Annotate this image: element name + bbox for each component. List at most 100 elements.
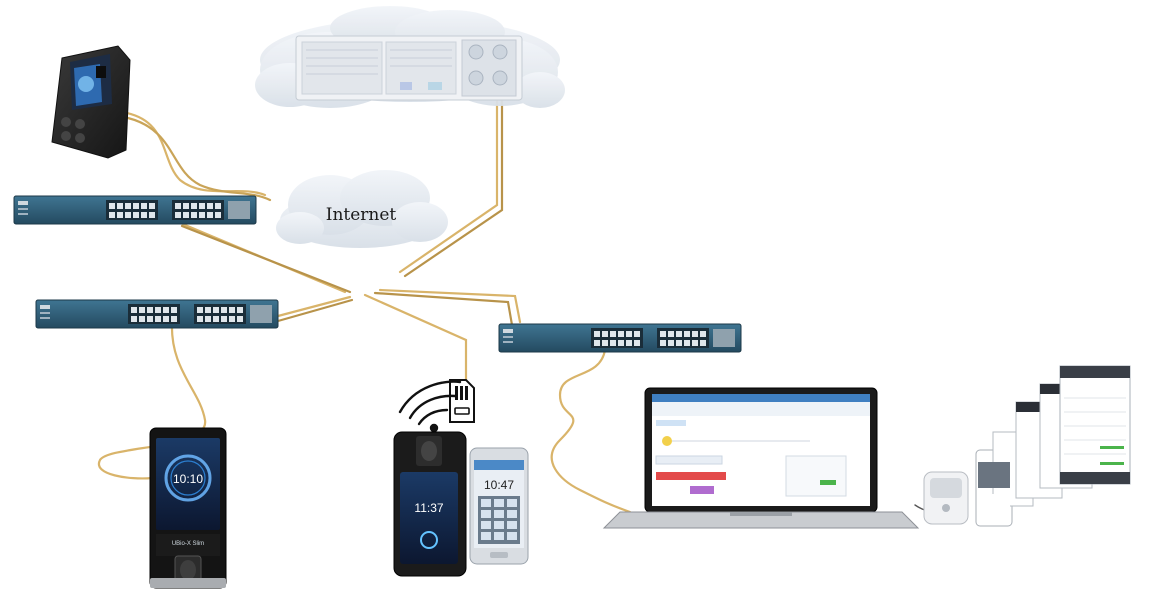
switch-port [125,203,131,209]
switch-port [676,340,682,346]
switch-port [229,316,235,322]
handheld-time: 11:37 [414,501,443,515]
switch-port [215,203,221,209]
wifi-sim-icon [398,379,475,433]
switch-port [700,331,706,337]
switch-port [197,316,203,322]
phone-key [481,521,491,529]
face-terminal-icon [51,45,131,159]
switch-port [221,307,227,313]
switch-port [618,340,624,346]
switch-port [205,307,211,313]
switch-port [229,307,235,313]
laptop-icon [602,387,920,529]
switch-port [183,203,189,209]
phone-time: 10:47 [484,478,514,492]
switch-port [139,307,145,313]
switch-port [213,307,219,313]
phone-key [481,510,491,518]
internet-cloud: Internet [276,170,448,248]
switch-port [668,331,674,337]
usb-fingerprint-reader-icon [923,471,969,525]
terminal-model: UBio-X Slim [172,541,204,547]
terminal-time: 10:10 [173,472,203,486]
switch-port [634,331,640,337]
switch-port [700,340,706,346]
switch-port [147,307,153,313]
switch-port [109,203,115,209]
switch-port [684,331,690,337]
switch-port [171,316,177,322]
switch-port [199,203,205,209]
switch-port [183,212,189,218]
switch-port [155,307,161,313]
switch-port [676,331,682,337]
server-rack-icon [295,35,523,101]
switch-port [692,340,698,346]
mobile-app-screens-icon [975,365,1131,527]
switch-port [692,331,698,337]
phone-key [494,532,504,540]
switch-port [125,212,131,218]
switch-port [215,212,221,218]
phone-key [507,532,517,540]
switch-port [139,316,145,322]
switch-port [133,212,139,218]
switch-port [175,212,181,218]
switch-port [131,307,137,313]
switch-port [163,316,169,322]
switch-port [594,331,600,337]
phone-key [507,521,517,529]
phone-key [481,532,491,540]
switch-port [147,316,153,322]
switch-port [626,331,632,337]
switch-port [626,340,632,346]
switch-port [207,212,213,218]
cloud-label: Internet [326,205,397,225]
switch-port [141,212,147,218]
switch-port [149,203,155,209]
phone-key [494,499,504,507]
switch-port [155,316,161,322]
switch-port [237,307,243,313]
phone-key [507,510,517,518]
switch-port [133,203,139,209]
switch-port [117,203,123,209]
phone-key [507,499,517,507]
switch-port [117,212,123,218]
switch-port [197,307,203,313]
switch-port [191,203,197,209]
handheld-terminal-icon: 11:37 [393,431,467,577]
switch-2 [35,299,279,329]
switch-port [610,340,616,346]
switch-port [199,212,205,218]
switch-port [213,316,219,322]
phone-key [494,521,504,529]
switch-port [602,340,608,346]
switch-port [175,203,181,209]
switch-port [634,340,640,346]
switch-port [618,331,624,337]
phone-key [481,499,491,507]
phone-key [494,510,504,518]
switch-port [668,340,674,346]
switch-port [610,331,616,337]
switch-port [149,212,155,218]
switch-port [684,340,690,346]
biometric-terminal-icon: 10:10 UBio-X Slim [149,427,227,589]
switch-port [141,203,147,209]
switch-3 [498,323,742,353]
switch-port [205,316,211,322]
switch-port [191,212,197,218]
switch-port [163,307,169,313]
switch-1 [13,195,257,225]
switch-port [171,307,177,313]
switch-port [221,316,227,322]
switch-port [602,331,608,337]
switch-port [594,340,600,346]
switch-port [660,331,666,337]
switch-port [207,203,213,209]
switch-port [237,316,243,322]
switch-port [131,316,137,322]
